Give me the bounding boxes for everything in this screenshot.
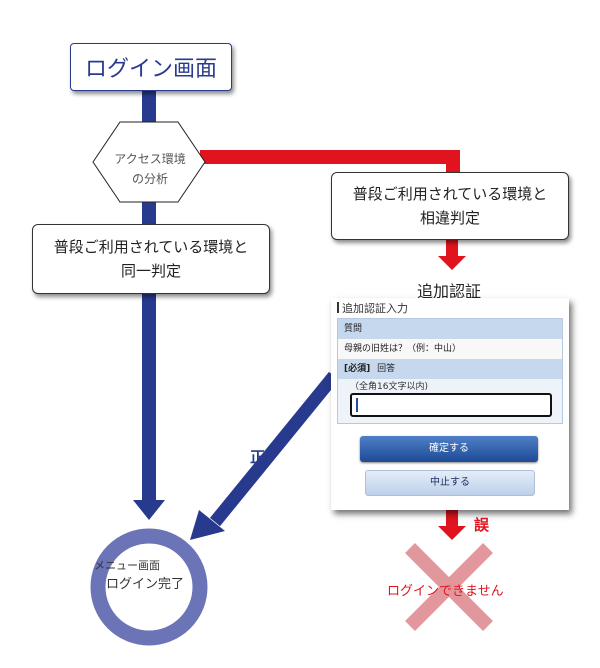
fail-to-auth-arrowhead — [438, 256, 466, 270]
extra-auth-panel: 追加認証入力 質問 母親の旧姓は？（例：中山） [必須] 回答 （全角16文字以… — [331, 298, 569, 510]
login-complete-circle — [90, 528, 208, 646]
menu-screen-label: メニュー画面 — [94, 559, 160, 572]
extra-auth-title: 追加認証 — [416, 282, 481, 301]
access-analysis-label: アクセス環境 の分析 — [114, 152, 186, 186]
panel-header: 追加認証入力 — [337, 300, 408, 316]
correct-path-line — [209, 371, 340, 527]
different-environment-node: 普段ご利用されている環境と 相違判定 — [331, 172, 569, 240]
login-failed-label: ログインできません — [387, 584, 504, 599]
wrong-arrowhead — [438, 526, 466, 540]
login-complete-label: ログイン完了 — [106, 577, 185, 592]
required-tag: [必須] — [344, 364, 371, 374]
confirm-button[interactable]: 確定する — [360, 436, 538, 462]
cancel-button[interactable]: 中止する — [365, 470, 535, 496]
fail-cross-line-2 — [405, 543, 493, 631]
same-environment-node: 普段ご利用されている環境と 同一判定 — [32, 224, 270, 294]
text-caret — [356, 398, 358, 412]
answer-label-row: [必須] 回答 — [338, 359, 562, 379]
same-environment-label: 普段ご利用されている環境と 同一判定 — [53, 238, 249, 280]
answer-hint: （全角16文字以内) — [350, 382, 428, 392]
question-label: 質問 — [338, 319, 562, 339]
access-analysis-hexagon — [92, 121, 206, 203]
question-text: 母親の旧姓は？（例：中山） — [338, 339, 562, 359]
login-screen-node: ログイン画面 — [70, 43, 232, 91]
answer-label: 回答 — [377, 364, 396, 374]
correct-arrowhead — [190, 510, 225, 540]
wrong-label: 誤 — [474, 516, 490, 534]
wrong-line — [446, 508, 458, 528]
fail-to-auth-line — [446, 238, 458, 256]
correct-label: 正 — [250, 448, 266, 466]
success-arrowhead — [133, 500, 165, 520]
different-environment-label: 普段ご利用されている環境と 相違判定 — [352, 185, 548, 227]
question-box: 質問 母親の旧姓は？（例：中山） [必須] 回答 （全角16文字以内) — [337, 318, 563, 424]
answer-input[interactable] — [350, 393, 552, 417]
login-screen-label: ログイン画面 — [84, 57, 217, 82]
fail-branch-line — [200, 150, 460, 164]
